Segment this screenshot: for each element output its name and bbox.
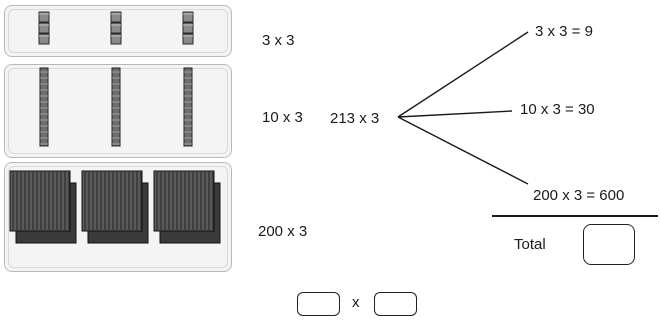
factor-box-1[interactable]	[297, 292, 340, 316]
ones-cube	[38, 11, 50, 23]
label-hundreds: 200 x 3	[258, 223, 308, 240]
branch-line-hundreds	[397, 116, 529, 185]
hundreds-flat-front	[153, 170, 215, 232]
ones-cube	[38, 22, 50, 34]
tens-rod	[183, 67, 193, 147]
tens-rod	[39, 67, 49, 147]
label-tens: 10 x 3	[262, 109, 303, 126]
factor-box-2[interactable]	[374, 292, 417, 316]
ones-cube	[182, 11, 194, 23]
branch-hundreds: 200 x 3 = 600	[533, 187, 625, 204]
tens-rod	[111, 67, 121, 147]
ones-cube	[38, 33, 50, 45]
label-ones: 3 x 3	[262, 32, 295, 49]
multiply-sign: x	[352, 294, 360, 311]
ones-cube	[182, 33, 194, 45]
ones-cube	[110, 33, 122, 45]
branch-line-tens	[397, 110, 513, 118]
hundreds-flat-front	[9, 170, 71, 232]
hundreds-flat-front	[81, 170, 143, 232]
branch-line-ones	[397, 31, 529, 118]
total-label: Total	[514, 236, 546, 253]
center-expression: 213 x 3	[330, 110, 380, 127]
ones-cube	[110, 22, 122, 34]
branch-ones: 3 x 3 = 9	[535, 23, 593, 40]
ones-cube	[182, 22, 194, 34]
branch-tens: 10 x 3 = 30	[520, 101, 595, 118]
ones-cube	[110, 11, 122, 23]
total-answer-box[interactable]	[583, 224, 635, 265]
